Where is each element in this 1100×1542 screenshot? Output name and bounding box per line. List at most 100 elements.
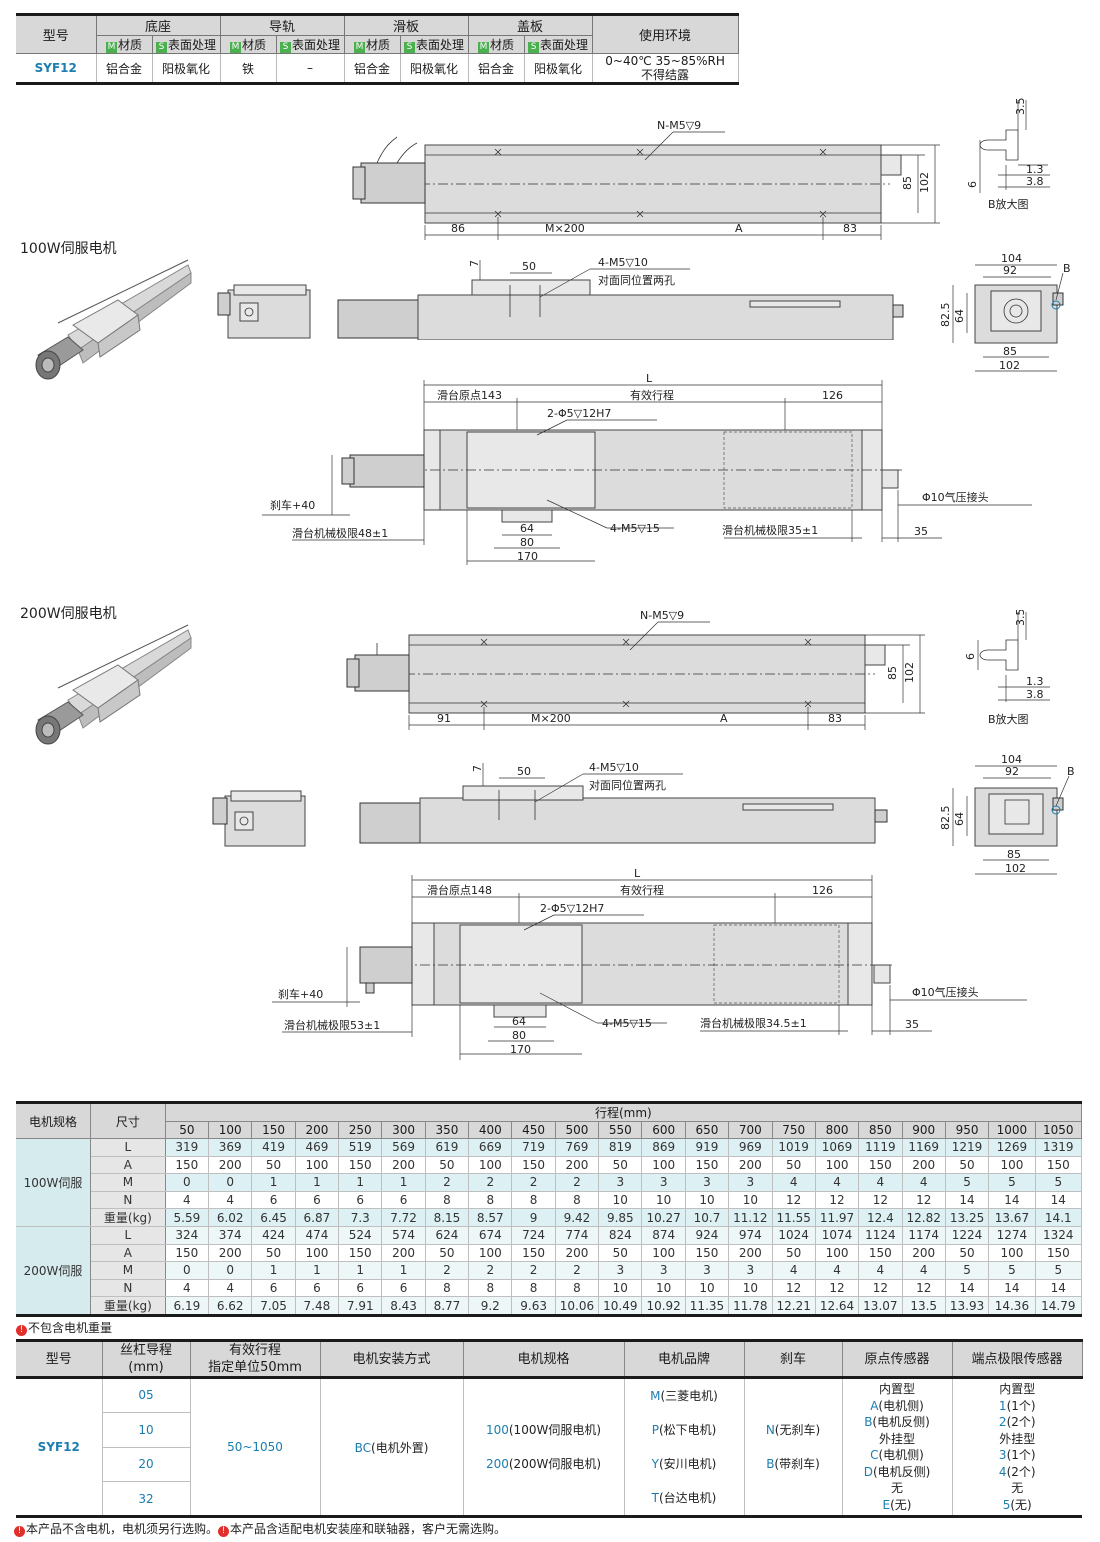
dimension-cell: 12 [902,1279,946,1297]
dimension-cell: 8 [511,1191,556,1209]
dimension-name: L [90,1226,166,1245]
dimension-cell: 424 [251,1226,296,1245]
bottom-view-100w-right: 126 [822,389,843,402]
dimension-cell: 13.25 [945,1208,990,1227]
bottom-view-200w-stroke: 有效行程 [620,883,664,897]
dimension-cell: 11.12 [728,1208,773,1227]
spec-header-base: 底座 [96,13,221,36]
dimension-cell: 974 [728,1226,773,1245]
dimension-name: N [90,1191,166,1209]
dimension-cell: 7.48 [295,1296,340,1317]
dimension-cell: 919 [685,1138,730,1157]
top-view-200w-dim-left: 91 [437,712,451,725]
dimension-cell: 11.55 [772,1208,816,1227]
dimension-cell: 724 [511,1226,556,1245]
bottom-view-200w: L 滑台原点148 有效行程 126 2-Φ5▽12H7 刹车+40 滑台机械极… [272,867,1027,1060]
order-lead-value: 20 [102,1447,191,1483]
dimension-cell: 4 [902,1173,946,1192]
dimension-cell: 150 [685,1244,730,1262]
order-brand-option: P(松下电机) [651,1423,717,1437]
stroke-value: 200 [295,1121,340,1139]
dimension-cell: 0 [165,1261,210,1280]
dimension-cell: 10 [685,1191,730,1209]
bottom-view-200w-d35: 35 [905,1018,919,1031]
bottom-view-200w-right: 126 [812,884,833,897]
dimension-cell: 150 [511,1244,556,1262]
order-origin-line: B(电机反侧) [864,1415,930,1429]
dimension-cell: 319 [165,1138,210,1157]
side-view-200w-dim-7: 7 [471,765,484,772]
footer-notes: !本产品不含电机，电机须另行选购。!本产品含适配电机安装座和联轴器，客户无需选购… [14,1520,506,1537]
top-view-200w-dim-a: A [720,712,728,725]
dimension-name: N [90,1279,166,1297]
bottom-view-100w-limit-right: 滑台机械极限35±1 [722,523,818,537]
dimension-cell: 6.02 [208,1208,253,1227]
side-view-200w-holes: 4-M5▽10 [589,761,639,774]
bottom-view-200w-d80: 80 [512,1029,526,1042]
stroke-value: 600 [641,1121,686,1139]
end-view-200w-w3: 85 [1007,848,1021,861]
dimension-cell: 874 [641,1226,686,1245]
dimension-cell: 8 [468,1191,513,1209]
spec-slider-surface: 阳极氧化 [400,53,469,85]
dimension-cell: 5 [945,1173,990,1192]
order-brand-option: T(台达电机) [651,1491,717,1505]
order-origin-line: C(电机侧) [870,1448,924,1462]
bottom-view-200w-pin-holes: 2-Φ5▽12H7 [540,902,604,915]
stroke-value: 150 [251,1121,296,1139]
bottom-view-100w-pin-holes: 2-Φ5▽12H7 [547,407,611,420]
warning-icon: ! [14,1526,25,1537]
dimension-cell: 6.87 [295,1208,340,1227]
detail-b-100w-d3: 3.8 [1026,175,1044,188]
stroke-value: 850 [858,1121,903,1139]
dimension-cell: 1074 [815,1226,860,1245]
order-model: SYF12 [16,1377,103,1518]
dimension-cell: 12.21 [772,1296,816,1317]
dimension-cell: 419 [251,1138,296,1157]
dimension-cell: 14 [988,1279,1036,1297]
order-brake-list: N(无刹车) B(带刹车) [744,1377,843,1518]
dimension-cell: 150 [511,1156,556,1174]
stroke-value: 1050 [1035,1121,1083,1139]
top-view-100w-dim-pitch: M×200 [545,222,585,235]
bottom-view-200w-slide-holes: 4-M5▽15 [602,1017,652,1030]
dimension-cell: 150 [858,1156,903,1174]
order-origin-line: 无 [890,1481,903,1495]
dimension-cell: 150 [165,1244,210,1262]
order-header-brand: 电机品牌 [624,1339,745,1379]
spec-rail-surface: – [276,53,345,85]
dimension-cell: 50 [251,1244,296,1262]
dimension-cell: 13.67 [988,1208,1036,1227]
dimension-cell: 7.72 [381,1208,426,1227]
top-view-100w-dim-left: 86 [451,222,465,235]
dimension-cell: 8 [511,1279,556,1297]
dimension-cell: 1024 [772,1226,816,1245]
dimension-cell: 4 [208,1191,253,1209]
dimension-cell: 5 [988,1261,1036,1280]
dimension-cell: 824 [598,1226,643,1245]
dimension-cell: 4 [772,1173,816,1192]
dimension-cell: 2 [468,1173,513,1192]
dimension-cell: 4 [815,1173,860,1192]
dimension-name: M [90,1261,166,1280]
bottom-view-200w-limit-right: 滑台机械极限34.5±1 [700,1016,807,1030]
surface-tag-icon: S [156,42,167,53]
ordering-table: 型号 丝杠导程(mm) 有效行程指定单位50mm 电机安装方式 电机规格 电机品… [16,1339,1083,1518]
stroke-value: 800 [815,1121,860,1139]
dimension-cell: 200 [728,1156,773,1174]
order-header-stroke: 有效行程指定单位50mm [190,1339,321,1379]
dimension-cell: 7.05 [251,1296,296,1317]
footer-note-1: 本产品不含电机，电机须另行选购。 [26,1522,219,1536]
dimension-cell: 9.42 [555,1208,600,1227]
dimension-cell: 4 [858,1173,903,1192]
dimension-cell: 474 [295,1226,340,1245]
dimension-cell: 12.4 [858,1208,903,1227]
dimension-cell: 12 [815,1191,860,1209]
dimension-cell: 9.63 [511,1296,556,1317]
dimension-cell: 12 [772,1191,816,1209]
